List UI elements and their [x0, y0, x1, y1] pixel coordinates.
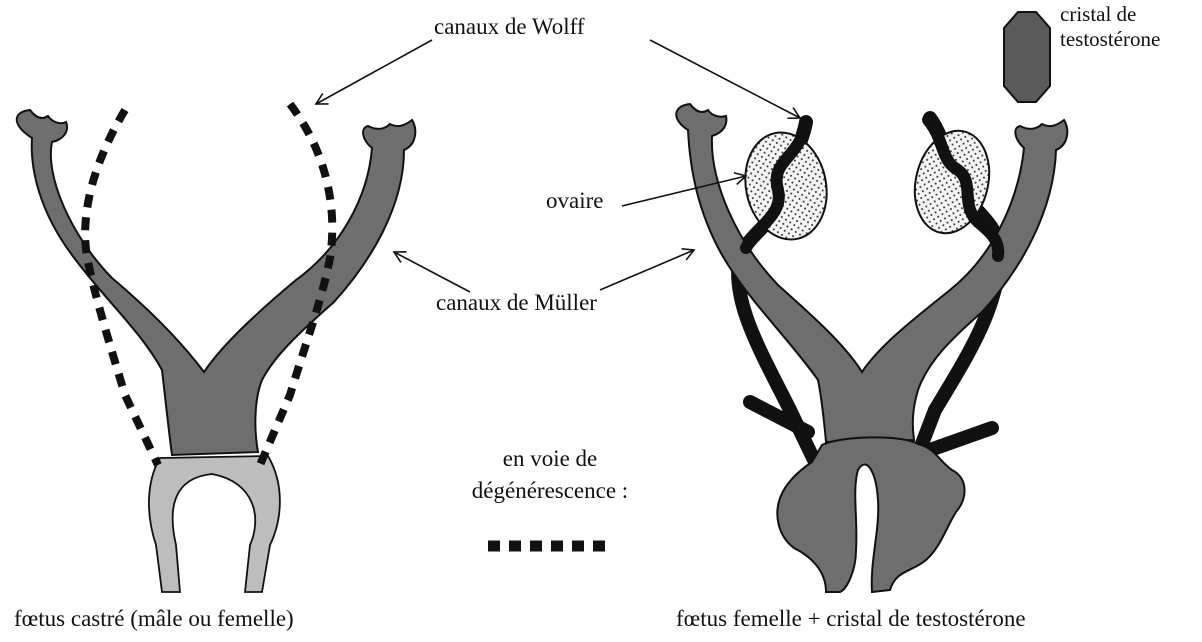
left-fetus: [17, 104, 416, 592]
label-canaux-wolff: canaux de Wolff: [434, 14, 585, 40]
arrow-wolff-right: [650, 40, 800, 118]
arrow-ovaire: [622, 176, 746, 206]
right-fetus-wolff-right-branch: [930, 428, 992, 450]
right-fetus-muller-ducts: [676, 104, 1067, 442]
label-crystal-line1: cristal de: [1060, 2, 1136, 26]
label-crystal-line2: testostérone: [1060, 27, 1160, 51]
label-legend-line2: dégénérescence :: [460, 478, 640, 504]
left-muller-ducts: [17, 110, 416, 455]
left-ovary: [736, 125, 837, 247]
label-legend-line1: en voie de: [470, 446, 630, 472]
arrow-muller-left: [394, 252, 470, 292]
testosterone-crystal-icon: [1004, 12, 1050, 102]
right-fetus: [676, 104, 1067, 592]
arrow-wolff-left: [316, 40, 432, 104]
right-fetus-urogenital-sinus: [777, 437, 964, 592]
caption-left: fœtus castré (mâle ou femelle): [14, 606, 294, 632]
arrow-muller-right: [600, 250, 694, 290]
left-urogenital-sinus: [149, 456, 280, 592]
label-canaux-muller: canaux de Müller: [436, 290, 597, 316]
caption-right: fœtus femelle + cristal de testostérone: [676, 606, 1026, 632]
label-ovaire: ovaire: [546, 188, 603, 214]
